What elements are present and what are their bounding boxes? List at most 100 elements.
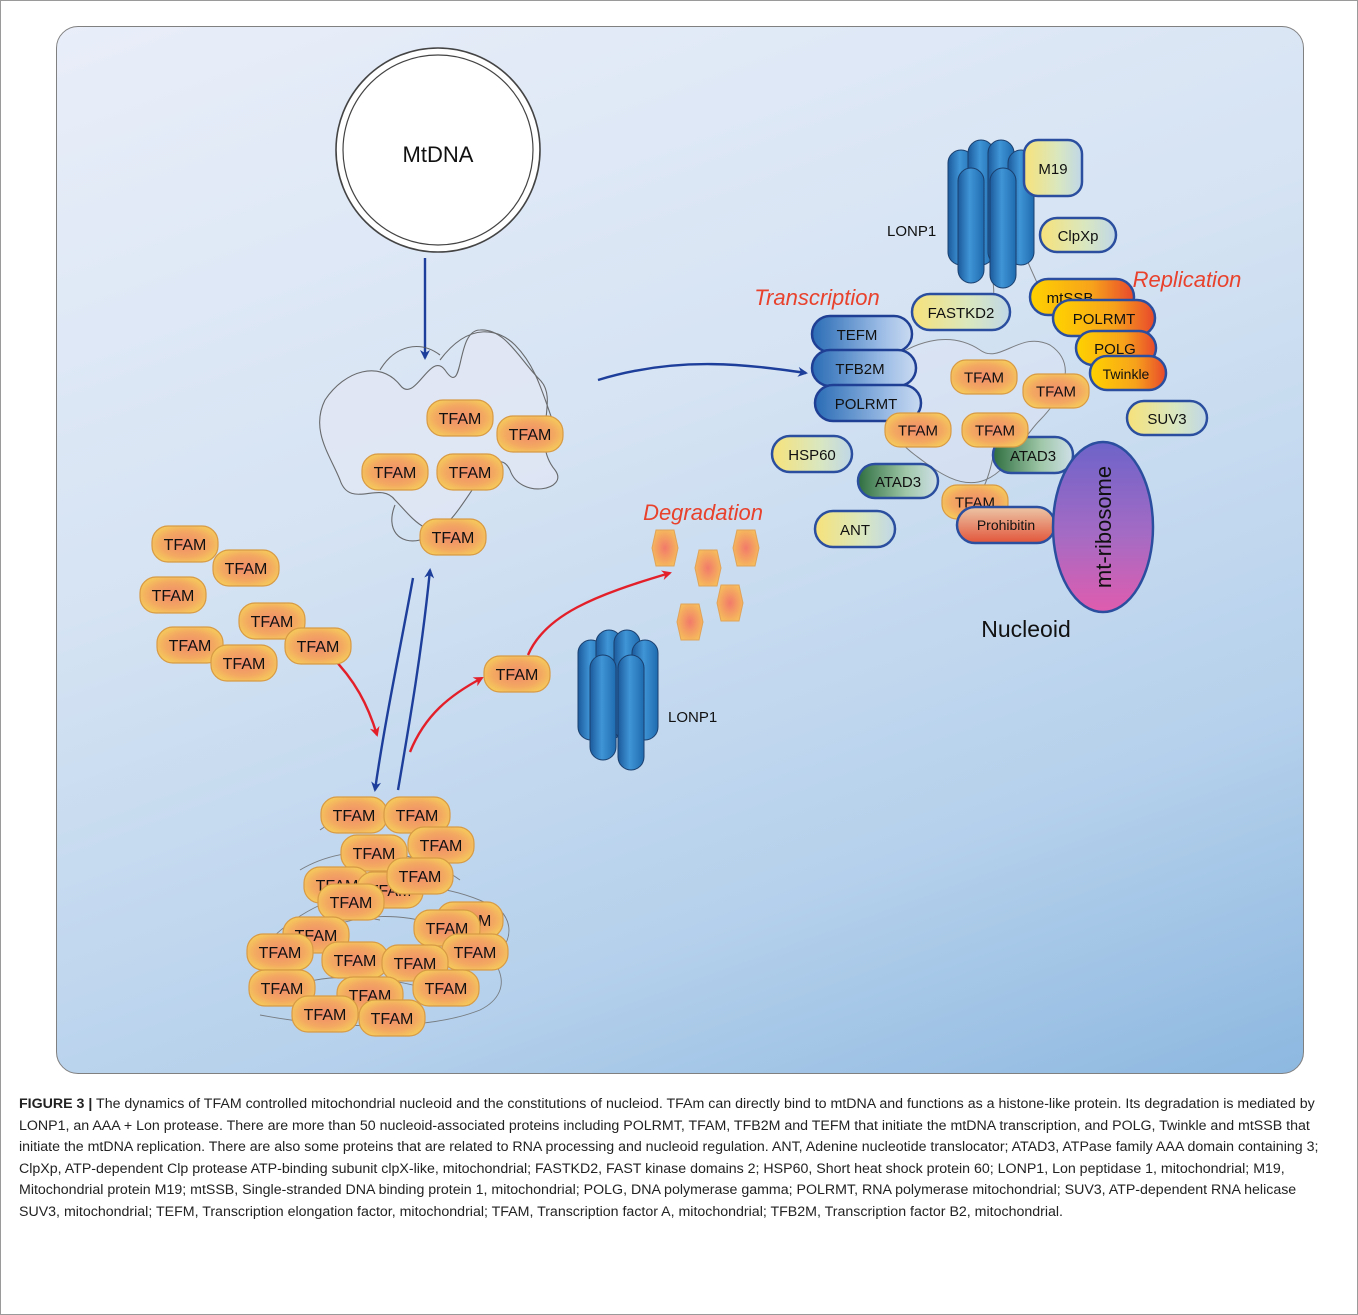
- tfam-protein: TFAM: [496, 415, 564, 453]
- tfam-label: TFAM: [371, 1011, 414, 1028]
- polrmt-box-transcription: POLRMT: [813, 383, 923, 423]
- tfam-label: TFAM: [261, 981, 304, 998]
- tfam-protein: TFAM: [320, 796, 388, 834]
- tfam-protein: TFAM: [238, 602, 306, 640]
- tfam-label: TFAM: [374, 465, 417, 482]
- arrow-compact-to-degradation: [408, 676, 484, 753]
- tfam-protein: TFAM: [317, 883, 385, 921]
- caption-label: FIGURE 3 |: [19, 1096, 93, 1112]
- tfam-label: TFAM: [353, 846, 396, 863]
- degradation-fragments: [651, 529, 760, 641]
- lonp1-protease-bottom: [577, 629, 659, 771]
- tfam-label: TFAM: [251, 614, 294, 631]
- polg-label: POLG: [1094, 341, 1136, 358]
- fastkd2-label: FASTKD2: [928, 305, 995, 322]
- nucleoid-label: Nucleoid: [981, 616, 1071, 642]
- prohibitin-box: Prohibitin: [955, 505, 1057, 545]
- migrating-tfam: TFAM: [483, 655, 551, 693]
- prohibitin-label: Prohibitin: [977, 517, 1035, 533]
- hsp60-label: HSP60: [788, 447, 836, 464]
- tfam-protein: TFAM: [426, 399, 494, 437]
- tfam-label: TFAM: [330, 895, 373, 912]
- polrmt-label-replication: POLRMT: [1073, 311, 1136, 328]
- transcription-heading: Transcription: [754, 285, 880, 310]
- arrow-compact-down: [371, 577, 415, 792]
- tefm-label: TEFM: [837, 327, 878, 344]
- tfam-label: TFAM: [509, 427, 552, 444]
- tfam-label: TFAM: [223, 656, 266, 673]
- suv3-box: SUV3: [1125, 399, 1209, 437]
- tfam-label: TFAM: [420, 838, 463, 855]
- degradation-heading: Degradation: [643, 500, 763, 525]
- m19-label: M19: [1038, 161, 1067, 178]
- lonp1-protease-top: [947, 139, 1035, 289]
- atad3-label-left: ATAD3: [875, 474, 921, 491]
- tfam-protein: TFAM: [151, 525, 219, 563]
- tfam-label: TFAM: [259, 945, 302, 962]
- tfam-label: TFAM: [449, 465, 492, 482]
- ant-box: ANT: [813, 509, 897, 549]
- tfam-label: TFAM: [164, 537, 207, 554]
- tfam-label: TFAM: [975, 422, 1015, 439]
- mt-ribosome: mt-ribosome: [1051, 440, 1155, 614]
- tfb2m-box: TFB2M: [810, 348, 918, 388]
- figure-caption: FIGURE 3 | The dynamics of TFAM controll…: [19, 1094, 1339, 1223]
- m19-box: M19: [1022, 138, 1084, 198]
- tfam-label: TFAM: [297, 639, 340, 656]
- tfam-label: TFAM: [1036, 383, 1076, 400]
- tfam-protein: TFAM: [1022, 373, 1090, 409]
- lonp1-label-top: LONP1: [887, 223, 936, 240]
- tfam-protein: TFAM: [248, 969, 316, 1007]
- arrow-free-tfam-to-compact: [329, 654, 380, 737]
- tfam-protein: TFAM: [212, 549, 280, 587]
- twinkle-box: Twinkle: [1088, 354, 1168, 392]
- tfam-protein: TFAM: [210, 644, 278, 682]
- tfam-protein: TFAM: [139, 576, 207, 614]
- tfam-label: TFAM: [334, 953, 377, 970]
- polrmt-box-replication: POLRMT: [1051, 298, 1157, 338]
- tefm-box: TEFM: [810, 314, 914, 354]
- lonp1-label-bottom: LONP1: [668, 709, 717, 726]
- tfam-protein: TFAM: [340, 834, 408, 872]
- clpxp-label: ClpXp: [1058, 228, 1099, 245]
- fastkd2-box: FASTKD2: [910, 292, 1012, 332]
- hsp60-box: HSP60: [770, 434, 854, 474]
- tfam-protein: TFAM: [412, 969, 480, 1007]
- tfam-label: TFAM: [964, 369, 1004, 386]
- tfam-label: TFAM: [225, 561, 268, 578]
- tfam-label: TFAM: [425, 981, 468, 998]
- mt-ribosome-label: mt-ribosome: [1091, 466, 1116, 588]
- tfam-label: TFAM: [454, 945, 497, 962]
- tfam-protein: TFAM: [441, 933, 509, 971]
- arrow-to-nucleoid: [597, 362, 808, 382]
- tfam-label: TFAM: [439, 411, 482, 428]
- tfam-label: TFAM: [152, 588, 195, 605]
- tfam-protein: TFAM: [383, 796, 451, 834]
- loose-nucleoid-tfams: TFAM TFAM TFAM TFAM TFAM: [361, 399, 564, 556]
- tfam-protein: TFAM: [961, 412, 1029, 448]
- tfam-label: TFAM: [898, 422, 938, 439]
- tfam-label: TFAM: [496, 667, 539, 684]
- tfam-protein: TFAM: [246, 933, 314, 971]
- tfam-label: TFAM: [169, 638, 212, 655]
- mtdna-circle: [335, 47, 541, 253]
- atad3-box-left: ATAD3: [856, 462, 940, 500]
- tfam-protein: TFAM: [386, 857, 454, 895]
- caption-text: The dynamics of TFAM controlled mitochon…: [19, 1096, 1319, 1220]
- clpxp-box: ClpXp: [1038, 216, 1118, 254]
- tfam-label: TFAM: [399, 869, 442, 886]
- arrow-tfam-to-fragments: [526, 570, 672, 656]
- tfam-protein: TFAM: [436, 453, 504, 491]
- tfam-label: TFAM: [304, 1007, 347, 1024]
- tfam-label: TFAM: [394, 956, 437, 973]
- ant-label: ANT: [840, 522, 870, 539]
- tfam-protein: TFAM: [291, 995, 359, 1033]
- tfam-label: TFAM: [432, 530, 475, 547]
- tfam-label: TFAM: [333, 808, 376, 825]
- tfam-protein: TFAM: [483, 655, 551, 693]
- arrow-compact-up: [396, 568, 435, 791]
- atad3-label-right: ATAD3: [1010, 448, 1056, 465]
